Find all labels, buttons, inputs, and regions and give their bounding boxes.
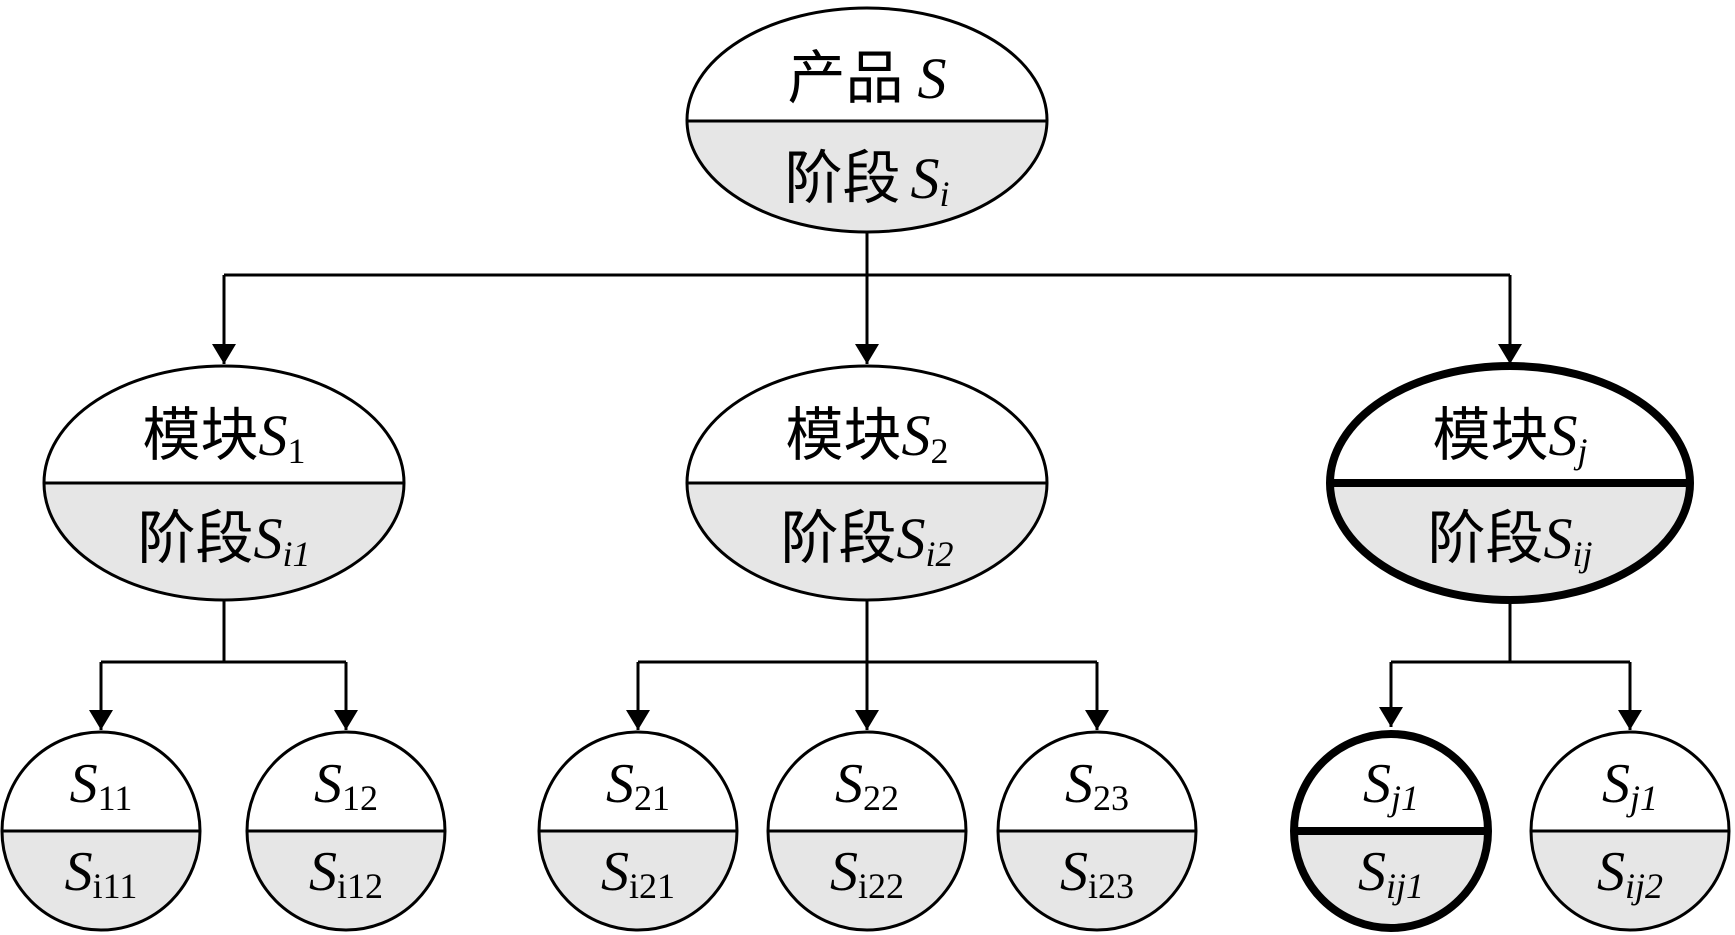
s22-top-label: S22 bbox=[835, 753, 899, 818]
node-module-2: 模块S2 阶段Si2 bbox=[685, 364, 1049, 602]
s11-bottom-label: Si11 bbox=[65, 841, 138, 906]
s12-top-label: S12 bbox=[314, 753, 378, 818]
node-leaf-sj1: Sj1 Sij1 bbox=[1290, 730, 1492, 932]
node-leaf-s11: S11 Si11 bbox=[0, 730, 202, 932]
node-module-1: 模块S1 阶段Si1 bbox=[42, 364, 406, 602]
mj-top-label: 模块Sj bbox=[1432, 401, 1587, 471]
s22-bottom-label: Si22 bbox=[830, 841, 904, 906]
connectors bbox=[89, 232, 1642, 730]
s12-bottom-label: Si12 bbox=[309, 841, 383, 906]
m1-top-label: 模块S1 bbox=[142, 401, 305, 471]
node-leaf-s21: S21 Si21 bbox=[537, 730, 739, 932]
s11-top-label: S11 bbox=[70, 753, 133, 818]
mj-bottom-label: 阶段Sij bbox=[1427, 504, 1592, 574]
sj1-bottom-label: Sij1 bbox=[1358, 841, 1424, 906]
m2-bottom-label: 阶段Si2 bbox=[780, 504, 953, 574]
s23-top-label: S23 bbox=[1065, 753, 1129, 818]
s23-bottom-label: Si23 bbox=[1060, 841, 1134, 906]
node-leaf-s12: S12 Si12 bbox=[245, 730, 447, 932]
node-leaf-s22: S22 Si22 bbox=[766, 730, 968, 932]
node-leaf-s23: S23 Si23 bbox=[996, 730, 1198, 932]
sj2-top-label: Sj1 bbox=[1602, 753, 1658, 818]
node-module-j: 模块Sj 阶段Sij bbox=[1326, 362, 1694, 604]
sj1-top-label: Sj1 bbox=[1363, 753, 1419, 818]
sj2-bottom-label: Sij2 bbox=[1597, 841, 1663, 906]
s21-top-label: S21 bbox=[606, 753, 670, 818]
m1-bottom-label: 阶段Si1 bbox=[137, 504, 310, 574]
node-leaf-sj2: Sj1 Sij2 bbox=[1529, 730, 1731, 932]
s21-bottom-label: Si21 bbox=[601, 841, 675, 906]
m2-top-label: 模块S2 bbox=[785, 401, 948, 471]
